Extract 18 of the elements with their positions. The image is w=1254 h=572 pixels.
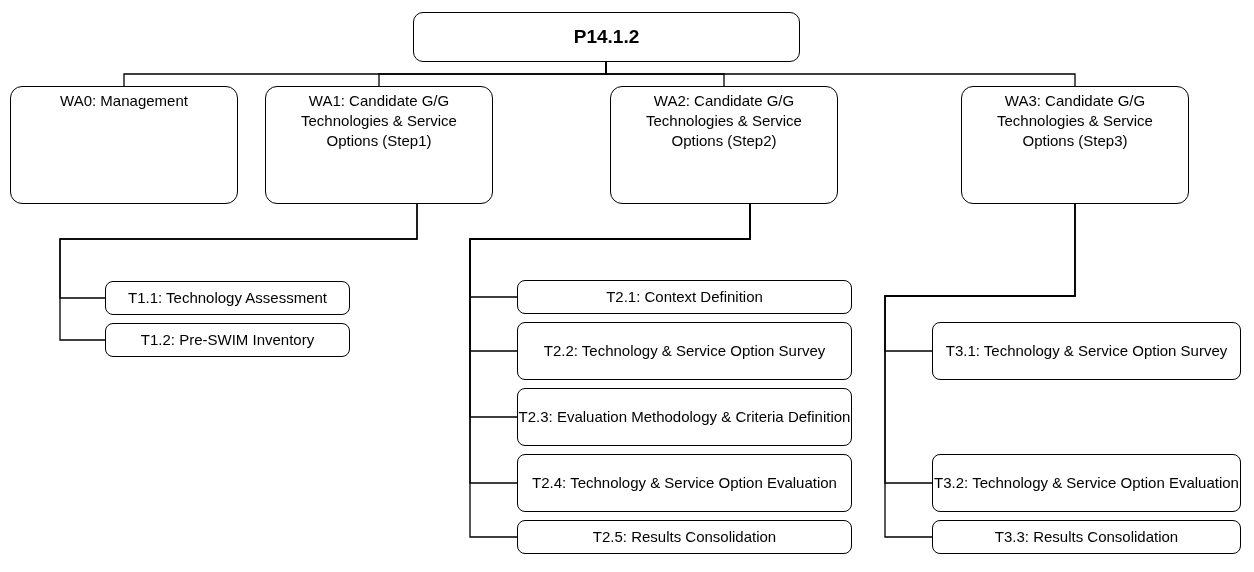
task-box: T1.2: Pre-SWIM Inventory — [105, 323, 350, 357]
task-box: T1.1: Technology Assessment — [105, 281, 350, 315]
work-area-box: WA2: Candidate G/G Technologies & Service Options (Step2) — [610, 86, 838, 204]
connector-line — [59, 203, 418, 341]
work-area-box: WA3: Candidate G/G Technologies & Service Options (Step3) — [961, 86, 1189, 204]
task-box: T3.3: Results Consolidation — [932, 520, 1241, 554]
task-box: T2.1: Context Definition — [517, 280, 852, 314]
task-box: T2.2: Technology & Service Option Survey — [517, 322, 852, 380]
connector-line — [884, 203, 1076, 538]
work-area-box: WA0: Management — [10, 86, 238, 204]
connector-line — [605, 61, 1076, 87]
work-area-box: WA1: Candidate G/G Technologies & Service Options (Step1) — [265, 86, 493, 204]
task-box: T3.2: Technology & Service Option Evaluation — [932, 454, 1241, 512]
task-box: T2.3: Evaluation Methodology & Criteria Definition — [517, 388, 852, 446]
task-box: T2.4: Technology & Service Option Evaluation — [517, 454, 852, 512]
task-box: T2.5: Results Consolidation — [517, 520, 852, 554]
root-box: P14.1.2 — [413, 12, 800, 62]
task-box: T3.1: Technology & Service Option Survey — [932, 322, 1241, 380]
